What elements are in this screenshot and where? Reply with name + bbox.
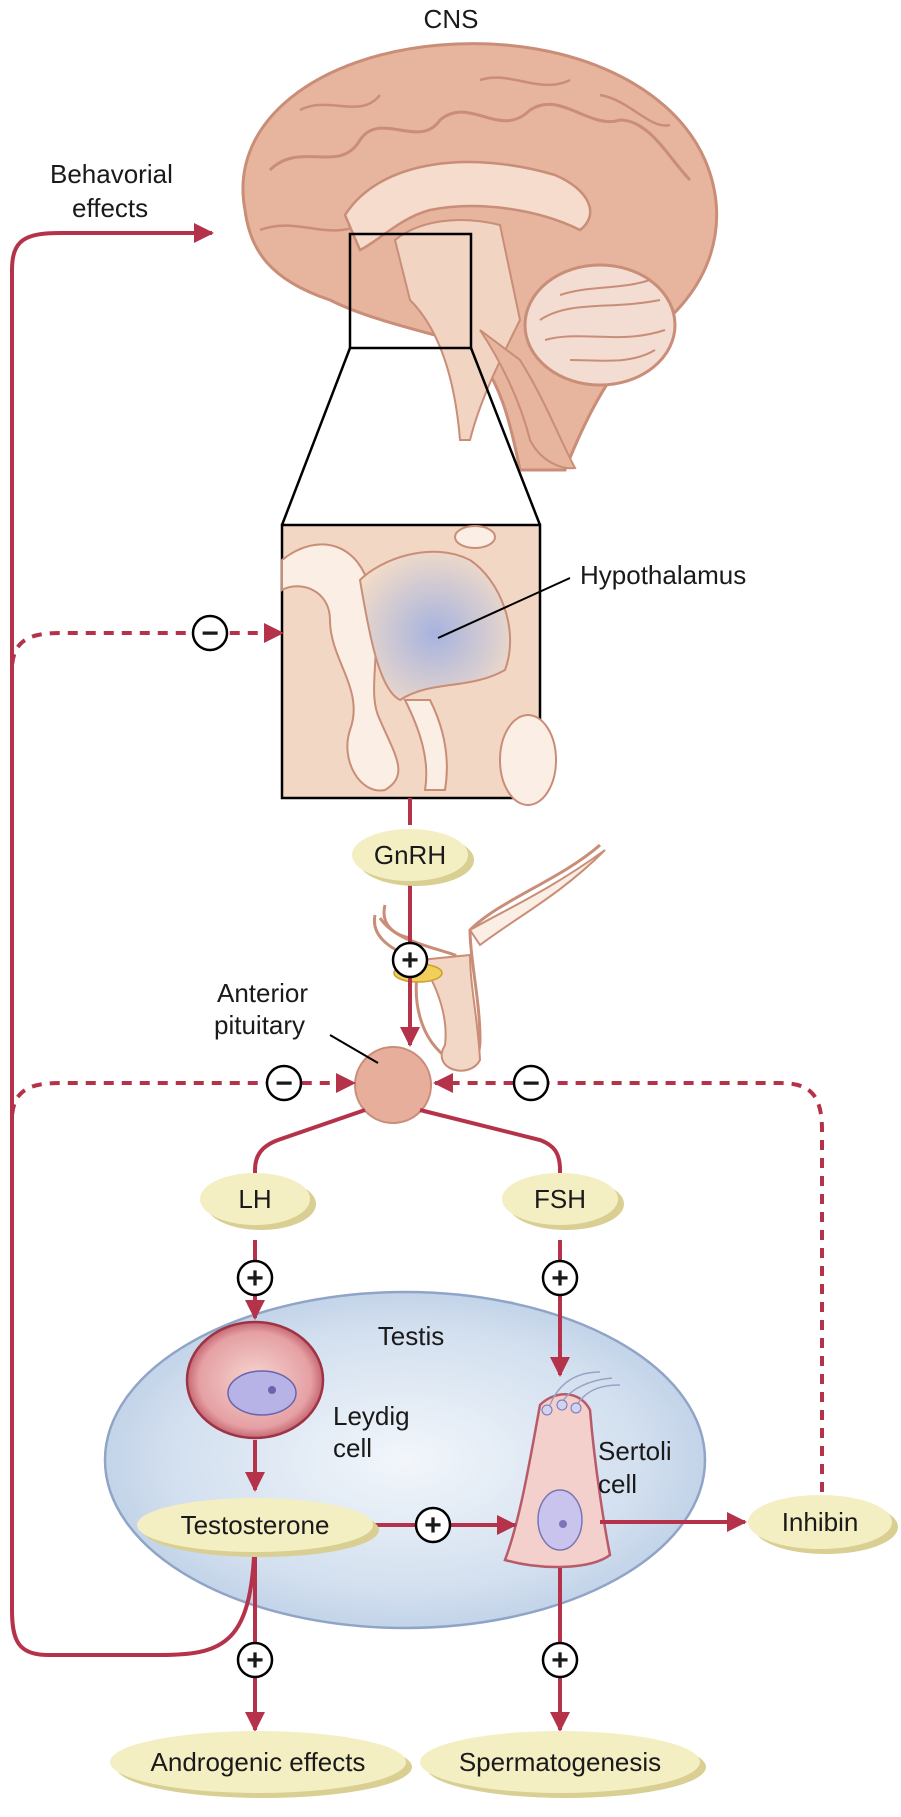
leydig-cell-label-line2: cell (333, 1433, 372, 1463)
svg-text:−: − (201, 617, 219, 650)
testosterone-pill: Testosterone (137, 1498, 379, 1557)
svg-text:+: + (551, 1644, 569, 1677)
behavioral-effects-label-line2: effects (72, 193, 148, 223)
testosterone-label: Testosterone (181, 1510, 330, 1540)
pituitary-illustration (354, 843, 606, 1124)
feedback-to-pituitary-left (10, 1073, 356, 1150)
behavioral-effects-label-line1: Behavorial (50, 159, 173, 189)
leydig-cell-label-line1: Leydig (333, 1401, 410, 1431)
hypothalamus-inset (280, 523, 557, 806)
behavioral-effects-arrow (10, 223, 257, 1657)
zoom-connector-lines (280, 347, 542, 526)
gnrh-label: GnRH (374, 840, 446, 870)
brain-illustration (241, 42, 719, 472)
inhibin-pill: Inhibin (748, 1495, 898, 1554)
lh-pill: LH (200, 1173, 316, 1230)
cerebellum (523, 263, 677, 387)
feedback-to-hypothalamus (10, 623, 284, 700)
svg-text:+: + (246, 1644, 264, 1677)
fsh-pill: FSH (502, 1173, 624, 1230)
spermatogenesis-pill: Spermatogenesis (420, 1731, 706, 1798)
anterior-pituitary-label-line1: Anterior (217, 978, 308, 1008)
sign-plus-spermatogenesis: + (541, 1641, 579, 1679)
pituitary-to-fsh-line (419, 1108, 562, 1188)
cns-label: CNS (424, 4, 479, 34)
hypothalamus-label: Hypothalamus (580, 560, 746, 590)
lh-label: LH (238, 1184, 271, 1214)
svg-text:+: + (424, 1509, 442, 1542)
svg-text:+: + (246, 1262, 264, 1295)
sign-minus-pituitary-left: − (265, 1064, 303, 1102)
zoom-region-box (348, 232, 473, 350)
sertoli-cell (503, 1371, 621, 1569)
sign-plus-fsh: + (541, 1259, 579, 1297)
sign-minus-pituitary-right: − (512, 1064, 550, 1102)
sign-plus-androgenic: + (236, 1641, 274, 1679)
feedback-inhibin-to-pituitary (433, 1073, 824, 1492)
sign-minus-hypothalamus: − (191, 614, 229, 652)
anterior-pituitary-label-line2: pituitary (214, 1010, 305, 1040)
svg-text:+: + (551, 1262, 569, 1295)
pituitary-to-lh-line (253, 1108, 366, 1188)
gnrh-pill: GnRH (352, 829, 474, 886)
svg-text:−: − (522, 1067, 540, 1100)
sign-plus-gnrh: + (391, 941, 429, 979)
inhibin-label: Inhibin (782, 1507, 859, 1537)
leydig-cell (185, 1320, 325, 1440)
testis-label: Testis (378, 1321, 444, 1351)
svg-text:−: − (275, 1067, 293, 1100)
fsh-label: FSH (534, 1184, 586, 1214)
androgenic-effects-pill: Androgenic effects (110, 1731, 412, 1798)
negative-feedback-arrows (10, 623, 824, 1492)
hypothalamus-pointer-line (437, 577, 571, 639)
sign-plus-testosterone-sertoli: + (414, 1506, 452, 1544)
sertoli-cell-label-line2: cell (598, 1469, 637, 1499)
sertoli-cell-label-line1: Sertoli (598, 1436, 672, 1466)
spermatogenesis-label: Spermatogenesis (459, 1747, 661, 1777)
anterior-pituitary-pointer-line (329, 1034, 379, 1064)
androgenic-effects-label: Androgenic effects (151, 1747, 366, 1777)
sign-plus-lh: + (236, 1259, 274, 1297)
svg-text:+: + (401, 944, 419, 977)
